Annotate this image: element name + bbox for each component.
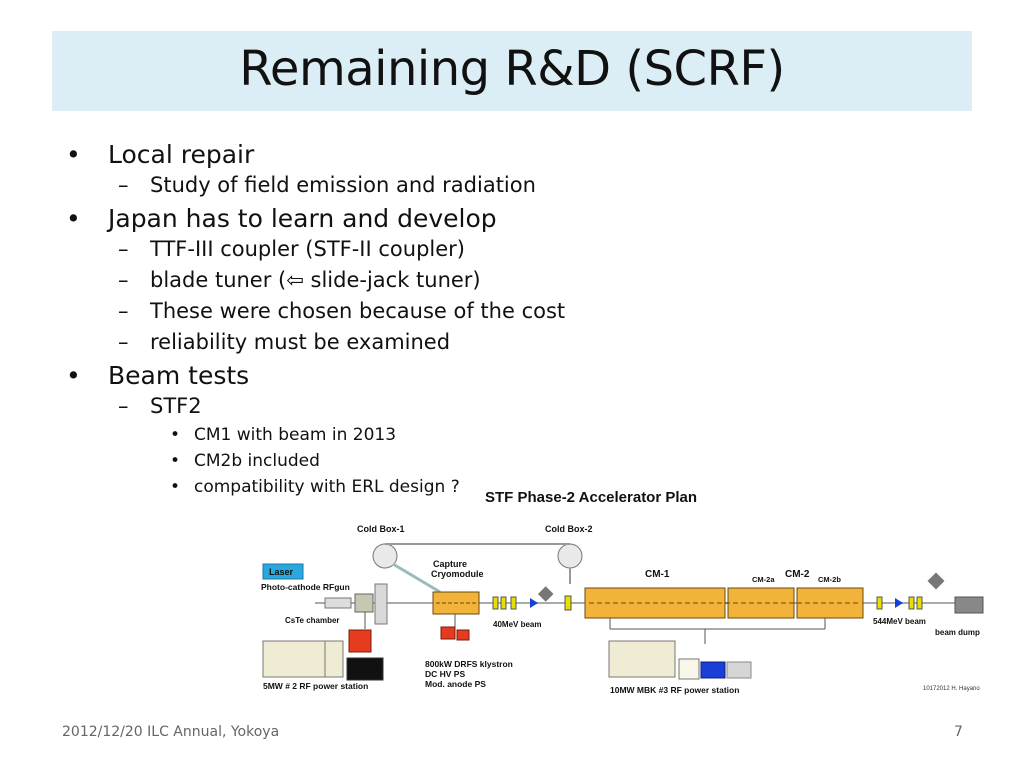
cold-box-2-icon <box>557 543 583 569</box>
slide-title: Remaining R&D (SCRF) <box>239 41 785 97</box>
bend-magnet-icon <box>895 598 903 608</box>
label-5mw-station: 5MW # 2 RF power station <box>263 681 368 691</box>
footer-date-event: 2012/12/20 ILC Annual, Yokoya <box>62 724 280 740</box>
label-mod-anode-ps: Mod. anode PS <box>425 679 486 689</box>
slide-number: 7 <box>954 724 963 740</box>
magnet-icon <box>492 596 499 610</box>
magnet-icon <box>500 596 507 610</box>
rf-rack-10mw <box>678 658 700 680</box>
label-cste-chamber: CsTe chamber <box>285 616 340 625</box>
label-40mev-beam: 40MeV beam <box>493 620 541 629</box>
rf-gun-icon <box>354 593 374 613</box>
bullet-marker: • <box>66 204 81 233</box>
label-cryomodule: Cryomodule <box>431 569 484 579</box>
label-beam-dump: beam dump <box>935 628 980 637</box>
subbullet-text: These were chosen because of the cost <box>150 299 566 323</box>
label-10mw-station: 10MW MBK #3 RF power station <box>610 685 739 695</box>
label-laser: Laser <box>269 567 294 577</box>
subsubbullet-text: CM1 with beam in 2013 <box>194 425 397 445</box>
label-drfs-klystron: 800kW DRFS klystron <box>425 659 513 669</box>
bend-magnet-icon <box>530 598 538 608</box>
cste-chamber-icon <box>324 597 352 609</box>
diagram-title: STF Phase-2 Accelerator Plan <box>485 489 697 506</box>
magnet-icon <box>564 595 572 611</box>
subsubbullet-text: compatibility with ERL design ? <box>194 477 460 497</box>
mbk-klystron-icon <box>700 661 726 679</box>
magnet-icon <box>908 596 915 610</box>
rf-rack-5mw <box>262 640 326 678</box>
gun-mount-icon <box>374 583 388 625</box>
label-cold-box-2: Cold Box-2 <box>545 524 593 534</box>
magnet-icon <box>916 596 923 610</box>
dump-diamond-icon <box>927 572 945 590</box>
bullet-text: Beam tests <box>108 361 250 390</box>
stf-accelerator-diagram: STF Phase-2 Accelerator Plan Cold Box-1 … <box>261 489 984 695</box>
drfs-klystron-icon <box>456 629 470 641</box>
label-cm1: CM-1 <box>645 569 670 580</box>
klystron-5mw <box>348 629 372 653</box>
dump-diamond-icon <box>537 586 554 602</box>
subsubbullet-text: CM2b included <box>194 451 320 471</box>
label-cm2b: CM-2b <box>818 575 841 584</box>
subbullet-text: blade tuner (⇦ slide-jack tuner) <box>150 268 481 292</box>
subbullet-text: reliability must be examined <box>150 330 451 354</box>
label-cm2: CM-2 <box>785 569 810 580</box>
bullet-text: Local repair <box>108 140 255 169</box>
label-dc-hv-ps: DC HV PS <box>425 669 465 679</box>
drfs-klystron-icon <box>440 626 456 640</box>
subbullet-text: TTF-III coupler (STF-II coupler) <box>150 237 465 261</box>
laser-box <box>262 563 304 580</box>
bullet-marker: • <box>66 140 81 169</box>
subbullet-text: Study of field emission and radiation <box>150 173 536 197</box>
magnet-icon <box>510 596 517 610</box>
label-capture: Capture <box>433 559 467 569</box>
transfer-line <box>392 562 441 594</box>
label-rfgun: Photo-cathode RFgun <box>261 582 350 592</box>
label-cold-box-1: Cold Box-1 <box>357 524 405 534</box>
label-cm2a: CM-2a <box>752 575 775 584</box>
title-band: Remaining R&D (SCRF) <box>52 31 972 111</box>
label-544mev-beam: 544MeV beam <box>873 617 926 626</box>
magnet-icon <box>876 596 883 610</box>
bullet-marker: • <box>66 361 81 390</box>
subbullet-text: STF2 <box>150 394 202 418</box>
rf-rack-10mw <box>608 640 676 678</box>
modulator-5mw <box>346 657 384 681</box>
rf-rack-5mw <box>324 640 344 678</box>
beam-dump-icon <box>954 596 984 614</box>
mbk-modulator-icon <box>726 661 752 679</box>
bullet-text: Japan has to learn and develop <box>108 204 497 233</box>
label-credit: 10172012 H. Hayano <box>923 686 980 692</box>
